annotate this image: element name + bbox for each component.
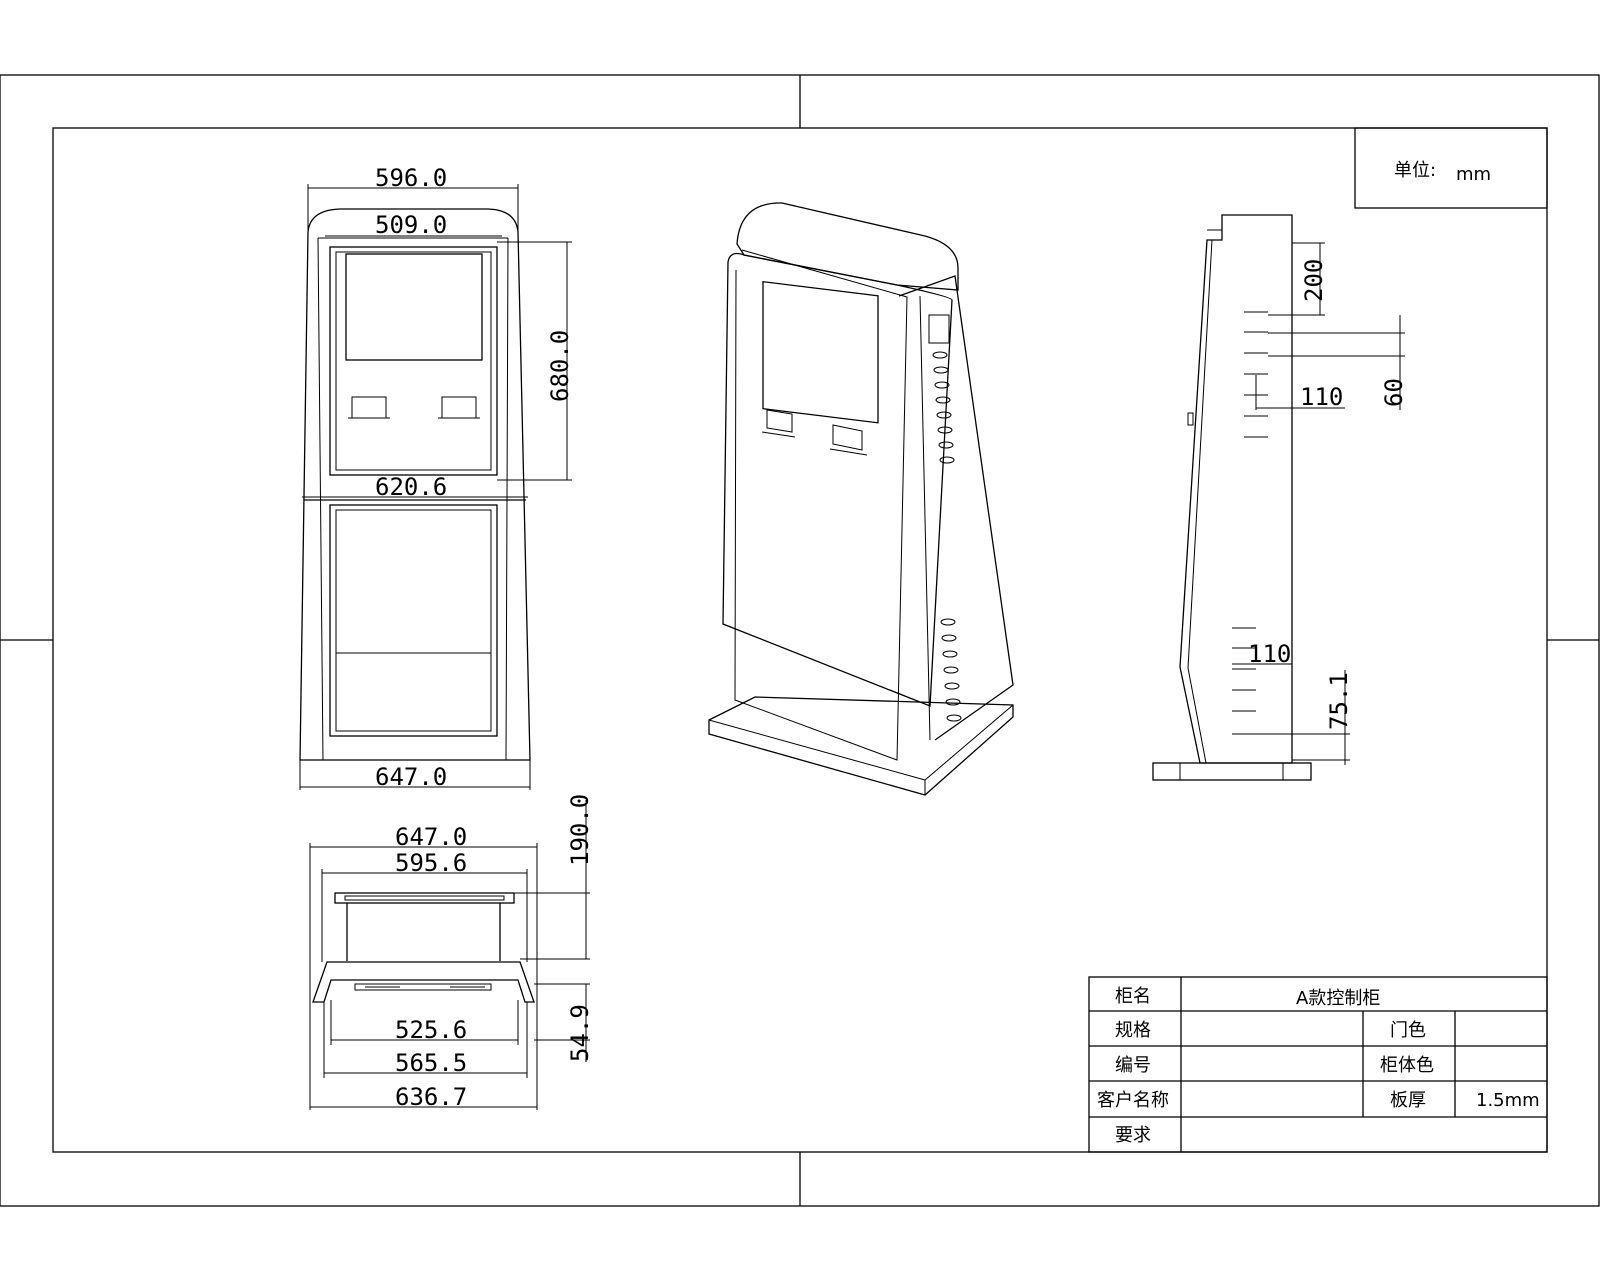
dim-647-top: 647.0 xyxy=(395,823,467,851)
dim-596: 596.0 xyxy=(375,164,447,192)
isometric-view xyxy=(708,202,1014,796)
dim-509: 509.0 xyxy=(375,211,447,239)
unit-box: 单位: mm xyxy=(1354,127,1548,209)
front-card-slot-left xyxy=(351,396,387,419)
spec-label: 规格 xyxy=(1115,1020,1151,1041)
dim-595: 595.6 xyxy=(395,849,467,877)
unit-label: 单位: xyxy=(1394,160,1436,181)
dim-680: 680.0 xyxy=(546,330,574,402)
iso-screen xyxy=(762,280,879,424)
dim-54: 54.9 xyxy=(566,1004,594,1062)
front-card-slot-right xyxy=(441,396,477,419)
dim-565: 565.5 xyxy=(395,1049,467,1077)
front-screen xyxy=(345,253,483,361)
side-vents-upper xyxy=(1244,311,1268,438)
thickness-value: 1.5mm xyxy=(1476,1090,1540,1111)
iso-side-badge xyxy=(928,314,950,344)
dim-60: 60 xyxy=(1380,378,1408,407)
cabinet-name-value: A款控制柜 xyxy=(1296,988,1380,1009)
title-block: 柜名 A款控制柜 规格 门色 编号 柜体色 客户名称 板厚 1.5mm 要求 xyxy=(1088,976,1548,1153)
body-color-label: 柜体色 xyxy=(1380,1055,1434,1076)
dim-525: 525.6 xyxy=(395,1016,467,1044)
dim-110-lower: 110 xyxy=(1248,640,1291,668)
sheet-frame xyxy=(0,74,1600,1207)
dim-636: 636.7 xyxy=(395,1083,467,1111)
customer-label: 客户名称 xyxy=(1097,1090,1169,1111)
dim-647-front: 647.0 xyxy=(375,763,447,791)
door-color-label: 门色 xyxy=(1390,1020,1426,1041)
side-vents-lower xyxy=(1232,627,1256,735)
front-view: 596.0 509.0 680.0 620.6 647.0 xyxy=(299,164,574,791)
iso-vents-upper xyxy=(932,351,955,464)
cabinet-name-label: 柜名 xyxy=(1115,986,1151,1007)
top-view: 647.0 595.6 190.0 54.9 525.6 565.5 636.7 xyxy=(309,794,594,1111)
dim-200: 200 xyxy=(1300,259,1328,302)
unit-value: mm xyxy=(1456,164,1491,185)
iso-vents-lower xyxy=(940,618,962,722)
dim-110-upper: 110 xyxy=(1300,383,1343,411)
dim-75: 75.1 xyxy=(1325,672,1353,730)
thickness-label: 板厚 xyxy=(1390,1090,1426,1111)
dim-190: 190.0 xyxy=(566,794,594,866)
side-view: 200 60 110 110 75.1 xyxy=(1152,214,1408,781)
dim-620: 620.6 xyxy=(375,473,447,501)
requirements-label: 要求 xyxy=(1115,1125,1151,1146)
number-label: 编号 xyxy=(1115,1055,1151,1076)
